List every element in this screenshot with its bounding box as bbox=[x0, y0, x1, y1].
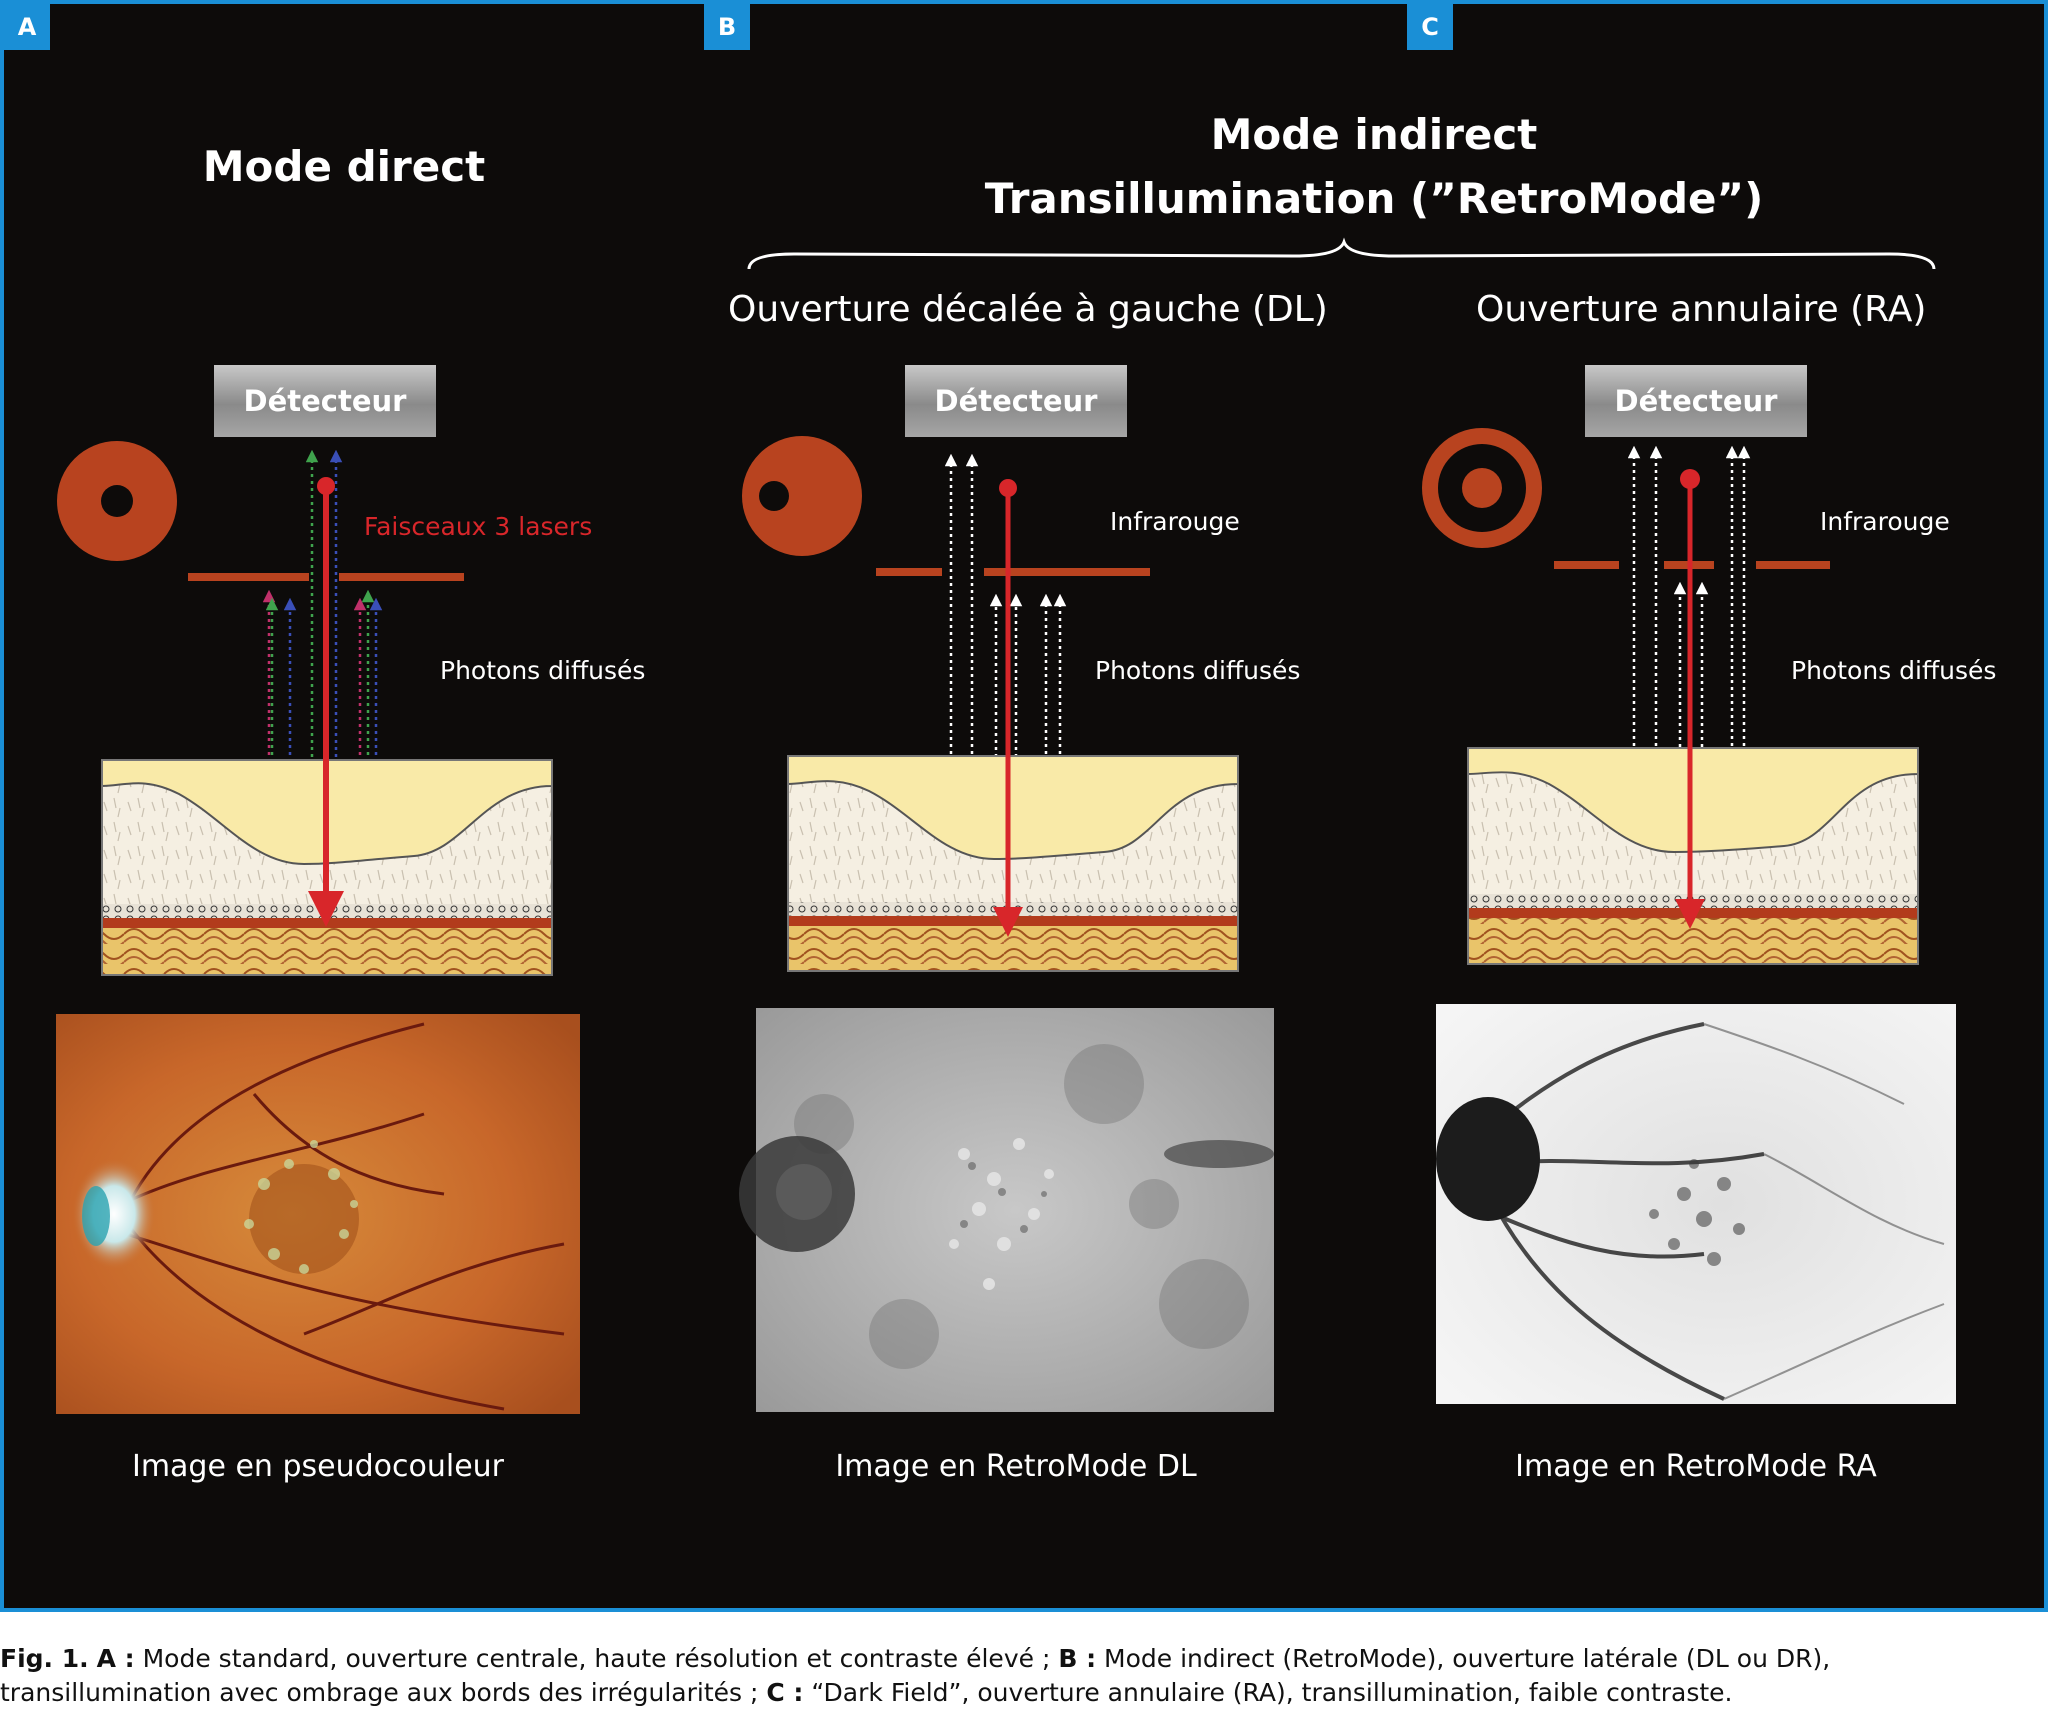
caption-key-a: A : bbox=[96, 1644, 135, 1673]
panel-a-graphics bbox=[56, 441, 580, 1414]
title-indirect-mode: Mode indirect bbox=[1210, 110, 1538, 159]
label-three-lasers: Faisceaux 3 lasers bbox=[364, 512, 593, 541]
panel-b-graphics bbox=[739, 436, 1274, 1412]
label-scattered-photons-a: Photons diffusés bbox=[440, 656, 646, 685]
label-infrared-b: Infrarouge bbox=[1110, 507, 1240, 536]
diagram-graphics bbox=[56, 237, 1956, 1414]
panel-tag-c: C bbox=[1407, 4, 1453, 50]
detector-box-b: Détecteur bbox=[905, 365, 1127, 437]
label-scattered-photons-b: Photons diffusés bbox=[1095, 656, 1301, 685]
panel-tag-a: A bbox=[4, 4, 50, 50]
caption-retromode-dl-image: Image en RetroMode DL bbox=[835, 1449, 1197, 1484]
label-infrared-c: Infrarouge bbox=[1820, 507, 1950, 536]
brace bbox=[747, 237, 1936, 270]
detector-box-c: Détecteur bbox=[1585, 365, 1807, 437]
aperture-left-offset-icon bbox=[742, 436, 862, 556]
retromode-ra-image bbox=[1436, 1004, 1956, 1404]
caption-pseudocolor-image: Image en pseudocouleur bbox=[131, 1449, 505, 1484]
caption-text-b: Mode indirect (RetroMode), ouverture lat… bbox=[0, 1644, 1831, 1707]
panel-c-graphics bbox=[1422, 428, 1956, 1404]
caption-fig-label: Fig. 1. bbox=[0, 1644, 89, 1673]
label-scattered-photons-c: Photons diffusés bbox=[1791, 656, 1997, 685]
caption-text-a: Mode standard, ouverture centrale, haute… bbox=[142, 1644, 1051, 1673]
fundus-pseudocolor-image bbox=[56, 1014, 580, 1414]
title-transillumination: Transillumination (”RetroMode”) bbox=[984, 174, 1764, 223]
retina-cross-section-b bbox=[787, 755, 1239, 972]
retromode-dl-image bbox=[739, 1008, 1274, 1412]
title-direct-mode: Mode direct bbox=[202, 142, 486, 191]
panel-tag-b: B bbox=[704, 4, 750, 50]
figure-caption: Fig. 1. A : Mode standard, ouverture cen… bbox=[0, 1642, 2048, 1710]
caption-key-c: C : bbox=[766, 1678, 804, 1707]
caption-key-b: B : bbox=[1058, 1644, 1097, 1673]
figure-panel: A B C Mode direct Mode indirect Transill… bbox=[0, 0, 2048, 1612]
caption-retromode-ra-image: Image en RetroMode RA bbox=[1515, 1449, 1877, 1484]
caption-text-c: “Dark Field”, ouverture annulaire (RA), … bbox=[811, 1678, 1733, 1707]
subtitle-ra-aperture: Ouverture annulaire (RA) bbox=[1476, 289, 1927, 330]
retina-cross-section-c bbox=[1467, 747, 1919, 965]
subtitle-dl-aperture: Ouverture décalée à gauche (DL) bbox=[728, 289, 1328, 330]
detector-box-a: Détecteur bbox=[214, 365, 436, 437]
